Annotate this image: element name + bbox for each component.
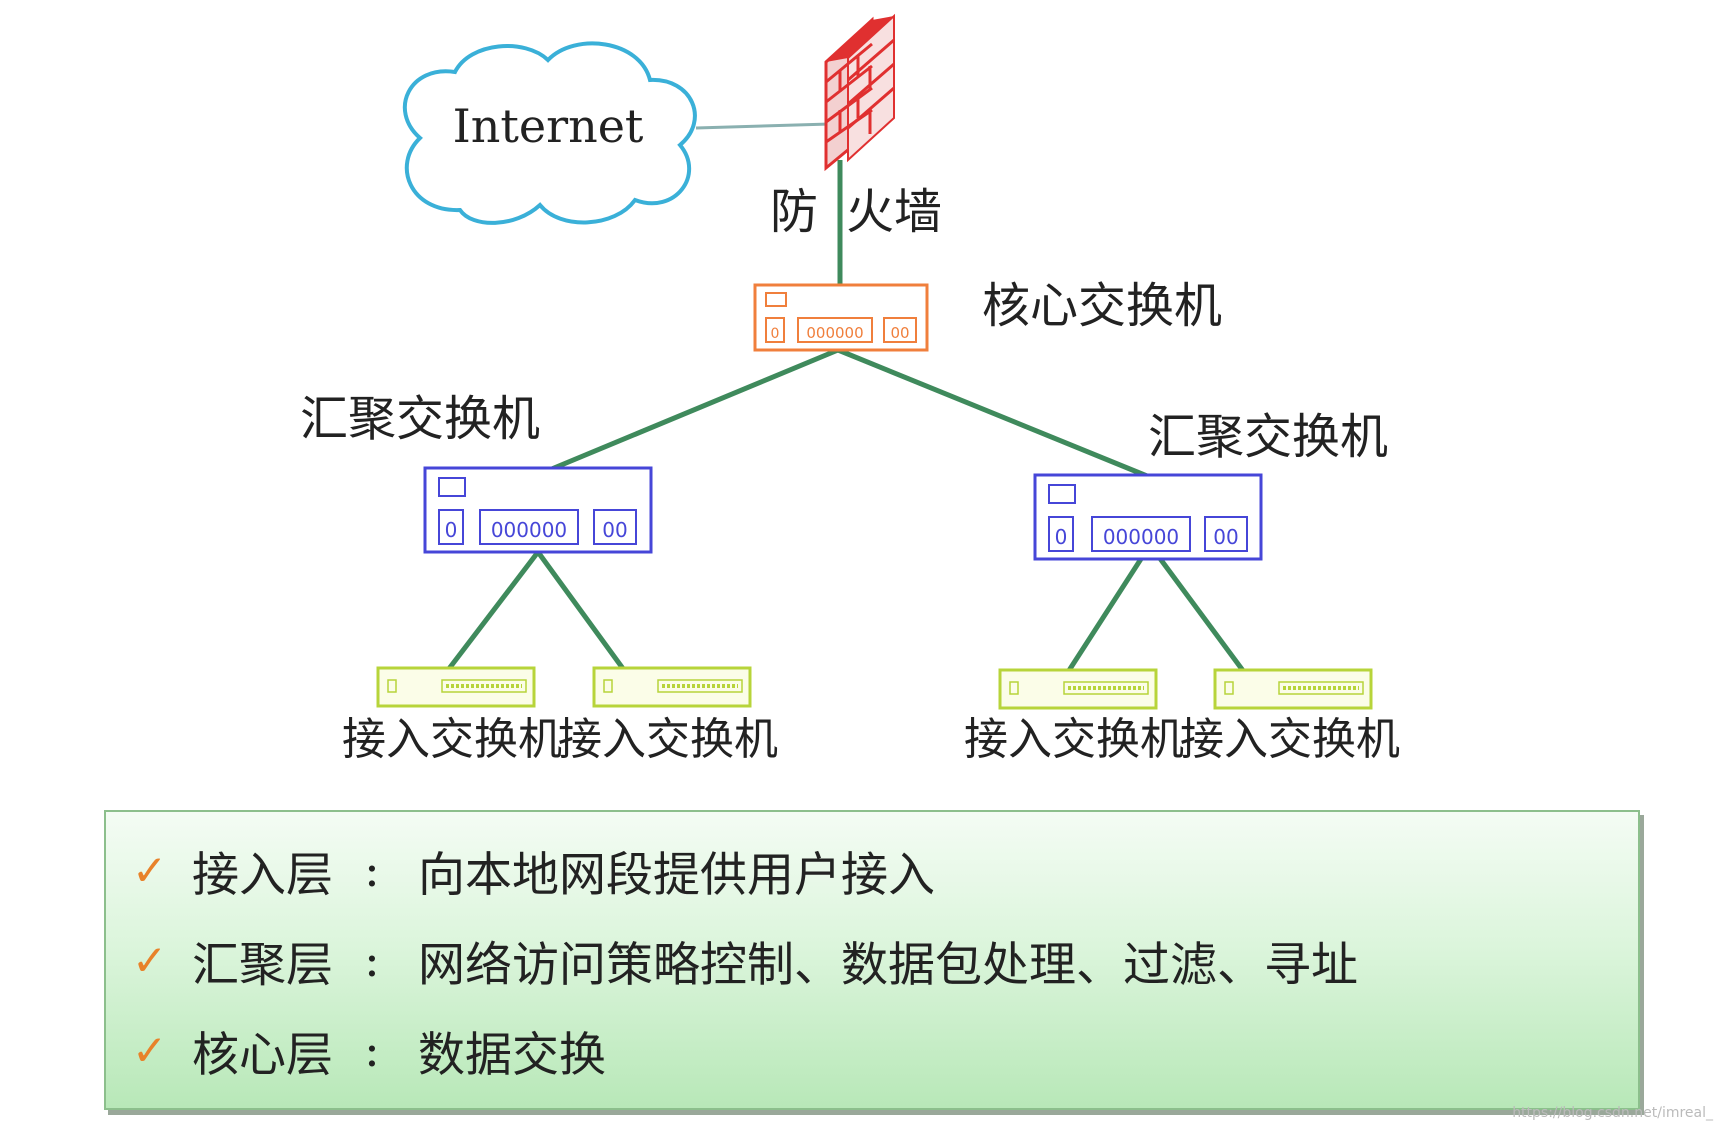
firewall: 防 火墙: [770, 13, 942, 240]
core-port-single: 0: [771, 326, 780, 342]
link-internet-firewall: [695, 122, 831, 130]
access-switch-2: 接入交换机: [558, 666, 778, 765]
agg-right-port-block: 000000: [1103, 525, 1179, 549]
legend-description: 向本地网段提供用户接入: [418, 847, 935, 903]
link-core-agg-right: [837, 347, 1153, 481]
legend-colon: :: [364, 842, 380, 898]
aggregation-switch-left: 汇聚交换机 0 000000 00: [300, 391, 653, 554]
firewall-label-part2: 火墙: [846, 184, 942, 240]
internet-cloud: Internet: [402, 41, 697, 225]
link-agg-right-access-4: [1147, 543, 1247, 674]
legend-colon: :: [364, 932, 380, 988]
access-switch-2-label: 接入交换机: [558, 714, 778, 765]
agg-right-label: 汇聚交换机: [1148, 409, 1388, 465]
legend-description: 网络访问策略控制、数据包处理、过滤、寻址: [418, 937, 1358, 993]
link-agg-right-access-3: [1065, 543, 1153, 674]
access-switch-4: 接入交换机: [1180, 668, 1400, 765]
agg-left-port-single: 0: [445, 518, 458, 542]
cloud-icon: [402, 41, 697, 225]
access-switch-3-label: 接入交换机: [964, 714, 1184, 765]
legend-layer-name: 汇聚层: [192, 937, 333, 993]
aggregation-switch-right: 汇聚交换机 0 000000 00: [1033, 409, 1388, 561]
watermark: https://blog.csdn.net/imreal_: [1512, 1105, 1713, 1121]
access-switch-1: 接入交换机: [342, 666, 562, 765]
core-switch: 0 000000 00 核心交换机: [753, 278, 1222, 352]
core-switch-label: 核心交换机: [982, 278, 1222, 334]
link-agg-left-access-2: [535, 550, 627, 672]
agg-left-port-block: 000000: [491, 518, 567, 542]
check-icon: ✓: [132, 935, 168, 985]
internet-label: Internet: [453, 99, 644, 153]
link-agg-left-access-1: [446, 550, 540, 672]
access-switch-1-label: 接入交换机: [342, 714, 562, 765]
agg-left-label: 汇聚交换机: [300, 391, 540, 447]
firewall-label-part1: 防: [770, 184, 818, 240]
agg-right-port-pair: 00: [1213, 525, 1238, 549]
network-topology-diagram: Internet 防 火墙 0 000000: [300, 13, 1400, 765]
access-switch-3: 接入交换机: [964, 668, 1184, 765]
check-icon: ✓: [132, 1025, 168, 1075]
legend-layer-name: 核心层: [192, 1027, 333, 1083]
legend-colon: :: [364, 1022, 380, 1078]
agg-right-port-single: 0: [1055, 525, 1068, 549]
legend-description: 数据交换: [418, 1027, 606, 1083]
core-port-block: 000000: [806, 324, 863, 342]
link-core-agg-left: [529, 347, 839, 481]
access-switch-4-label: 接入交换机: [1180, 714, 1400, 765]
links: [446, 122, 1247, 674]
agg-left-port-pair: 00: [602, 518, 627, 542]
layer-description-box: ✓ 接入层 : 向本地网段提供用户接入 ✓ 汇聚层 : 网络访问策略控制、数据包…: [104, 810, 1640, 1110]
check-icon: ✓: [132, 845, 168, 895]
core-port-pair: 00: [890, 324, 909, 342]
legend-layer-name: 接入层: [192, 847, 333, 903]
firewall-bricks: [825, 38, 895, 144]
